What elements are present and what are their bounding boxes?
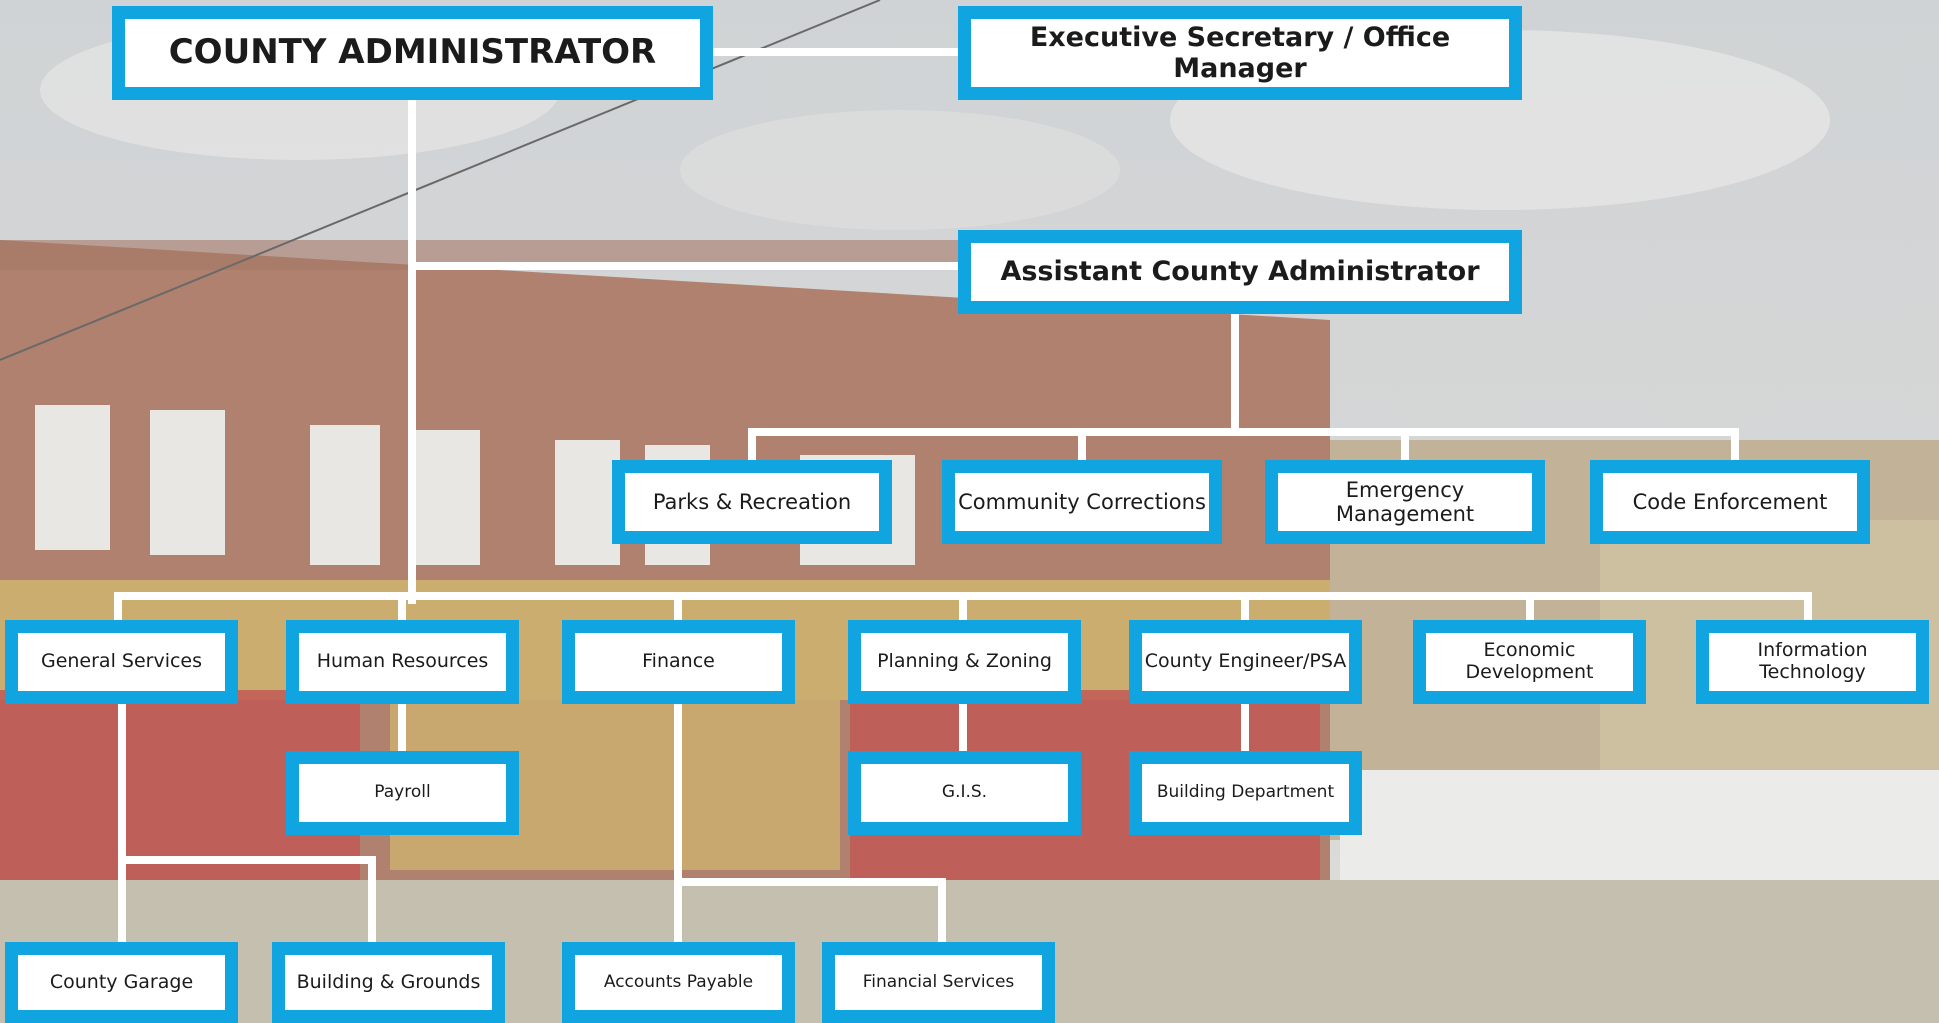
- node-general-services: General Services: [5, 620, 238, 704]
- node-emergency-management: Emergency Management: [1265, 460, 1545, 544]
- node-planning-zoning: Planning & Zoning: [848, 620, 1081, 704]
- node-label: Financial Services: [862, 971, 1015, 992]
- node-building-department: Building Department: [1129, 751, 1362, 835]
- node-label: Finance: [642, 650, 715, 673]
- node-label: Assistant County Administrator: [1000, 256, 1480, 288]
- node-label: Parks & Recreation: [652, 489, 852, 514]
- node-label: COUNTY ADMINISTRATOR: [168, 32, 657, 73]
- node-accounts-payable: Accounts Payable: [562, 942, 795, 1023]
- node-label: Information Technology: [1757, 639, 1868, 683]
- node-financial-services: Financial Services: [822, 942, 1055, 1023]
- node-label: General Services: [40, 650, 203, 673]
- node-label: Executive Secretary / Office Manager: [1029, 21, 1451, 84]
- node-county-garage: County Garage: [5, 942, 238, 1023]
- node-economic-development: Economic Development: [1413, 620, 1646, 704]
- node-human-resources: Human Resources: [286, 620, 519, 704]
- node-code-enforcement: Code Enforcement: [1590, 460, 1870, 544]
- node-label: County Engineer/PSA: [1144, 650, 1347, 673]
- node-label: Community Corrections: [958, 489, 1206, 514]
- node-parks-recreation: Parks & Recreation: [612, 460, 892, 544]
- node-label: Human Resources: [316, 650, 489, 673]
- node-information-technology: Information Technology: [1696, 620, 1929, 704]
- node-label: Planning & Zoning: [877, 650, 1052, 673]
- node-label: County Garage: [49, 970, 194, 993]
- node-payroll: Payroll: [286, 751, 519, 835]
- node-label: Building & Grounds: [296, 970, 481, 993]
- node-building-grounds: Building & Grounds: [272, 942, 505, 1023]
- node-gis: G.I.S.: [848, 751, 1081, 835]
- node-county-administrator: COUNTY ADMINISTRATOR: [112, 6, 713, 100]
- node-assistant-county-administrator: Assistant County Administrator: [958, 230, 1522, 314]
- node-label: Economic Development: [1465, 639, 1594, 683]
- node-label: Building Department: [1156, 782, 1335, 803]
- node-label: G.I.S.: [941, 782, 988, 803]
- node-label: Code Enforcement: [1632, 489, 1828, 514]
- node-label: Accounts Payable: [603, 971, 754, 992]
- node-label: Payroll: [374, 782, 431, 803]
- node-county-engineer: County Engineer/PSA: [1129, 620, 1362, 704]
- node-community-corrections: Community Corrections: [942, 460, 1222, 544]
- node-executive-secretary: Executive Secretary / Office Manager: [958, 6, 1522, 100]
- node-label: Emergency Management: [1335, 477, 1475, 526]
- node-finance: Finance: [562, 620, 795, 704]
